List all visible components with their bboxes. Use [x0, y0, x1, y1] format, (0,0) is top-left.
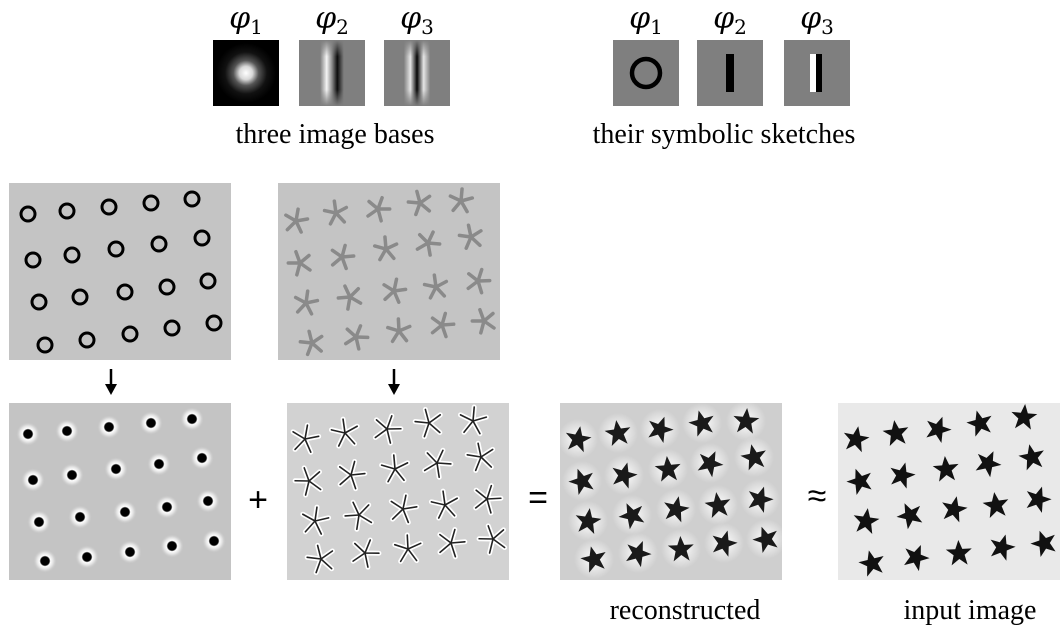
edge-basis-image — [299, 40, 365, 106]
blob-rendered-dots — [9, 403, 231, 580]
reconstructed-image-panel — [560, 403, 782, 580]
plus-operator: + — [248, 481, 268, 519]
star-rendered-strokes — [287, 403, 509, 580]
caption-symbolic-sketches: their symbolic sketches — [592, 119, 856, 150]
phi-2-sketch-symbol: φ2 — [713, 1, 747, 40]
reconstructed-stars — [560, 403, 782, 580]
blob-sketch-panel — [9, 183, 231, 360]
input-image-panel — [838, 403, 1060, 580]
input-image-label: input image — [903, 595, 1037, 626]
star-sketch-strokes — [278, 183, 500, 360]
down-arrow-icon — [388, 369, 400, 395]
star-sketch-panel — [278, 183, 500, 360]
input-image-stars — [838, 403, 1060, 580]
caption-three-image-bases: three image bases — [235, 119, 435, 150]
phi-1-symbol: φ1 — [229, 1, 263, 40]
bar-sketch — [784, 40, 850, 106]
bar-basis-image — [384, 40, 450, 106]
phi-1-sketch-symbol: φ1 — [629, 1, 663, 40]
phi-3-sketch-symbol: φ3 — [800, 1, 834, 40]
phi-3-symbol: φ3 — [400, 1, 434, 40]
star-rendered-panel — [287, 403, 509, 580]
approx-operator: ≈ — [807, 477, 827, 515]
blob-basis-image — [213, 40, 279, 106]
equals-operator: = — [528, 479, 548, 517]
blob-rendered-panel — [9, 403, 231, 580]
phi-2-symbol: φ2 — [315, 1, 349, 40]
edge-sketch — [697, 40, 763, 106]
circle-sketch — [613, 40, 679, 106]
down-arrow-icon — [105, 369, 117, 395]
reconstructed-label: reconstructed — [609, 595, 761, 626]
blob-sketch-circles — [9, 183, 231, 360]
